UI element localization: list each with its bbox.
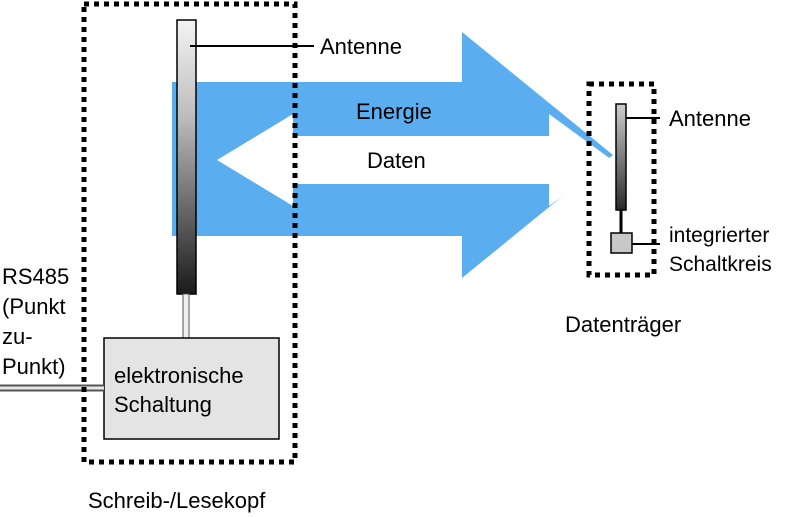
data-label: Daten bbox=[367, 148, 426, 173]
tag-antenna-rod bbox=[615, 103, 627, 211]
circuit-label-line1: elektronische bbox=[114, 363, 244, 388]
reader-antenna-rod bbox=[176, 19, 197, 295]
tag-caption: Datenträger bbox=[565, 312, 681, 337]
circuit-label-line2: Schaltung bbox=[114, 392, 212, 417]
reader-antenna-label: Antenne bbox=[320, 34, 402, 59]
integrated-circuit-chip bbox=[610, 232, 633, 254]
rs485-line-2: (Punkt bbox=[2, 294, 66, 319]
rs485-line-1: RS485 bbox=[2, 264, 69, 289]
rs485-line-4: Punkt) bbox=[2, 354, 66, 379]
electronic-circuit-box bbox=[103, 337, 280, 440]
reader-caption: Schreib-/Lesekopf bbox=[88, 488, 266, 513]
tag-antenna-label: Antenne bbox=[669, 106, 751, 131]
reader-boundary bbox=[81, 1, 298, 465]
energy-label: Energie bbox=[356, 99, 432, 124]
ic-label-line1: integrierter bbox=[669, 224, 769, 247]
antenna-connector bbox=[182, 293, 190, 339]
rs485-line-3: zu- bbox=[2, 324, 33, 349]
data-arrow bbox=[217, 114, 612, 206]
ic-label-line2: Schaltkreis bbox=[669, 253, 772, 276]
tag-boundary bbox=[586, 81, 657, 278]
